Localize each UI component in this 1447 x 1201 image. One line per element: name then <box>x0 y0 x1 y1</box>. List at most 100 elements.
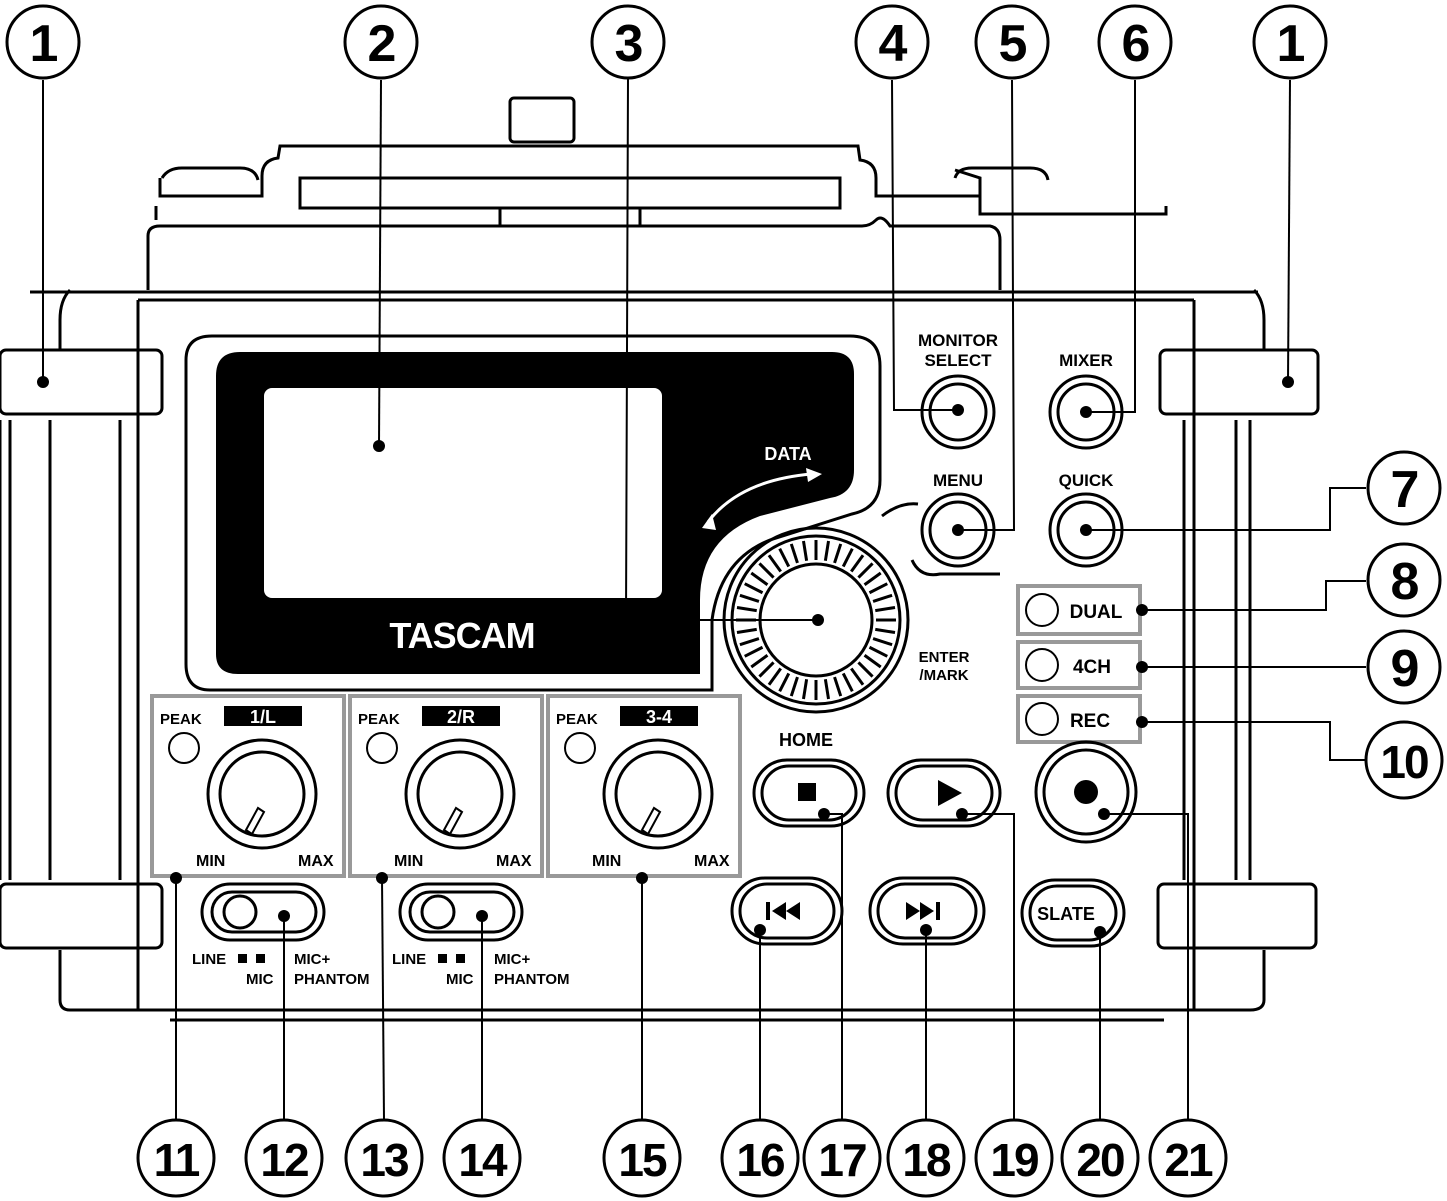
wheel-rib <box>789 676 799 697</box>
callout-1b: 1 <box>1252 4 1328 80</box>
ch1-min: MIN <box>196 853 225 870</box>
quick-label: QUICK <box>1059 471 1115 490</box>
enter-label-1: ENTER <box>919 649 970 666</box>
wheel-rib <box>872 593 893 603</box>
callout-markers: 1 2 3 4 5 6 1 7 8 9 10 11 12 13 14 15 16… <box>5 4 1444 1198</box>
callout-7: 7 <box>1366 450 1442 526</box>
wheel-rib <box>875 606 896 613</box>
svg-text:13: 13 <box>360 1134 408 1186</box>
rec-label: REC <box>1070 711 1110 732</box>
wheel-rib <box>833 676 843 697</box>
wheel-rib <box>750 571 769 586</box>
wheel-rib <box>739 637 760 647</box>
wheel-rib <box>802 540 809 561</box>
wheel-rib <box>850 667 865 686</box>
svg-text:3: 3 <box>615 15 643 73</box>
ch2-gain-knob[interactable] <box>404 738 516 850</box>
svg-text:1: 1 <box>1277 15 1305 73</box>
ch1-peak-led <box>168 732 200 764</box>
leader-lines <box>37 77 1366 1121</box>
wheel-rib <box>767 667 782 686</box>
wheel-rib <box>767 554 782 573</box>
svg-text:14: 14 <box>458 1134 508 1186</box>
ch1-gain-knob[interactable] <box>206 738 318 850</box>
rec-led <box>1025 702 1059 736</box>
monitor-label-1: MONITOR <box>918 331 998 350</box>
wheel-rib <box>868 645 888 658</box>
wheel-rib <box>736 627 757 634</box>
wheel-rib <box>863 654 882 669</box>
svg-text:17: 17 <box>818 1134 866 1186</box>
menu-label: MENU <box>933 471 983 490</box>
wheel-rib <box>778 548 791 568</box>
wheel-rib <box>823 679 830 700</box>
stop-icon <box>798 783 816 801</box>
ch34-tag <box>620 706 698 726</box>
callout-6: 6 <box>1097 4 1173 80</box>
callout-2: 2 <box>343 4 419 80</box>
ch1-label: 1/L <box>250 707 276 727</box>
monitor-select-button[interactable] <box>920 374 996 450</box>
svg-text:9: 9 <box>1391 640 1418 698</box>
enter-label-2: /MARK <box>919 667 968 684</box>
ch1-input-switch[interactable] <box>200 882 326 942</box>
play-button[interactable] <box>886 758 1002 828</box>
svg-text:4: 4 <box>879 15 908 73</box>
ch1-micplus-label: MIC+ <box>294 951 330 968</box>
wheel-rib <box>758 562 775 579</box>
callout-13: 13 <box>344 1118 424 1198</box>
slate-button[interactable] <box>1020 878 1126 948</box>
wheel-rib <box>850 554 865 573</box>
svg-text:21: 21 <box>1164 1134 1213 1186</box>
record-button[interactable] <box>1034 740 1138 844</box>
wheel-rib <box>857 562 874 579</box>
input-channels: PEAK 1/L MIN MAX PEAK 2/R MIN MAX PEAK 3… <box>150 694 742 988</box>
4ch-led <box>1025 648 1059 682</box>
device-body <box>0 96 1320 1022</box>
svg-text:10: 10 <box>1380 736 1428 788</box>
wheel-rib <box>857 661 874 678</box>
ch2-frame <box>348 694 544 878</box>
dual-label: DUAL <box>1070 602 1123 623</box>
ch34-gain-knob[interactable] <box>602 738 714 850</box>
wheel-rib <box>736 606 757 613</box>
wheel-rib <box>875 627 896 634</box>
callout-21: 21 <box>1148 1118 1228 1198</box>
ch34-peak-led <box>564 732 596 764</box>
svg-text:5: 5 <box>999 15 1027 73</box>
callout-9: 9 <box>1366 629 1442 705</box>
svg-text:18: 18 <box>902 1134 951 1186</box>
forward-icon <box>906 902 940 920</box>
dual-led <box>1025 593 1059 627</box>
wheel-rib <box>744 645 764 658</box>
ch34-peak-label: PEAK <box>556 711 598 728</box>
ch2-input-switch[interactable] <box>398 882 524 942</box>
stop-button[interactable] <box>752 758 866 828</box>
ch1-max: MAX <box>298 853 334 870</box>
play-icon <box>938 780 962 806</box>
svg-text:20: 20 <box>1076 1134 1124 1186</box>
svg-text:6: 6 <box>1122 15 1150 73</box>
ch2-tag <box>422 706 500 726</box>
wheel-rib <box>739 593 760 603</box>
record-icon <box>1074 780 1098 804</box>
callout-14: 14 <box>442 1118 522 1198</box>
svg-text:12: 12 <box>260 1134 308 1186</box>
callout-15: 15 <box>602 1118 682 1198</box>
ch2-peak-label: PEAK <box>358 711 400 728</box>
ch2-line-label: LINE <box>392 951 426 968</box>
ch2-label: 2/R <box>447 707 475 727</box>
display-area: TASCAM DATA <box>184 334 882 692</box>
wheel-rib <box>833 543 843 564</box>
wheel-rib <box>872 637 893 647</box>
svg-text:15: 15 <box>618 1134 667 1186</box>
wheel-rib <box>841 548 854 568</box>
4ch-label: 4CH <box>1073 657 1111 678</box>
wheel-rib <box>778 672 791 692</box>
mixer-label: MIXER <box>1059 351 1113 370</box>
wheel-rib <box>744 582 764 595</box>
wheel-rib <box>823 540 830 561</box>
svg-text:11: 11 <box>154 1134 200 1186</box>
callout-8: 8 <box>1366 542 1442 618</box>
